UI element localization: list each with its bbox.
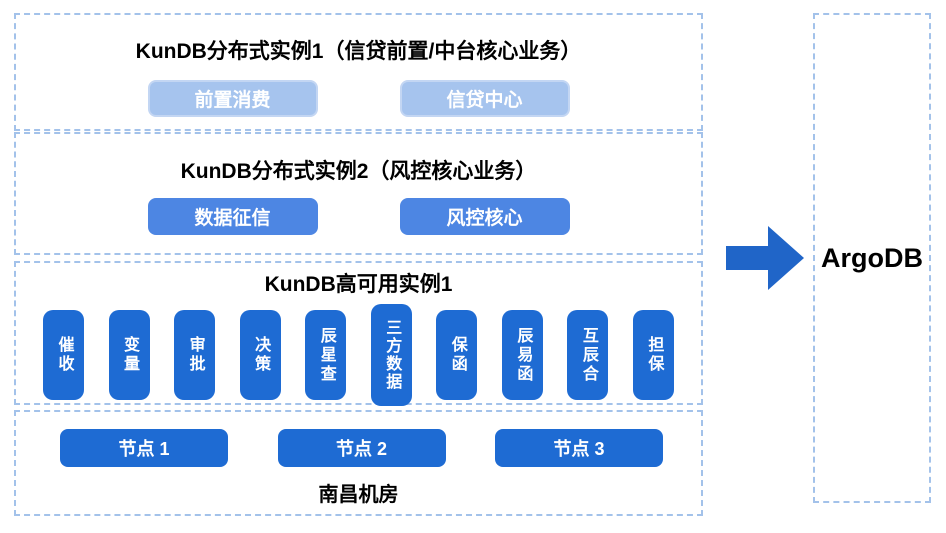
- node-block: 节点 3: [495, 429, 663, 467]
- app-pill: 担保: [632, 310, 674, 401]
- datacenter-title: 南昌机房: [318, 484, 399, 506]
- kundb-ha1-box: KunDB高可用实例1 催收 变量 审批 决策 辰星查 三方数据 保函 辰易函 …: [14, 261, 703, 407]
- app-pill: 互辰合: [567, 310, 609, 401]
- service-block: 风控核心: [399, 198, 570, 236]
- app-pill: 变量: [108, 310, 150, 401]
- node-row: 节点 1 节点 2 节点 3: [16, 429, 701, 467]
- right-arrow-icon: [726, 226, 804, 290]
- node-block: 节点 2: [277, 429, 446, 467]
- app-pill: 催收: [43, 310, 84, 401]
- argodb-box: ArgoDB: [813, 13, 931, 503]
- kundb-instance2-box: KunDB分布式实例2（风控核心业务） 数据征信 风控核心: [14, 132, 703, 255]
- app-pill: 三方数据: [370, 304, 412, 407]
- app-pill: 保函: [436, 310, 478, 401]
- service-block: 数据征信: [147, 198, 318, 236]
- datacenter-box: 节点 1 节点 2 节点 3 南昌机房: [14, 410, 703, 516]
- service-block: 前置消费: [147, 80, 318, 118]
- node-block: 节点 1: [60, 429, 228, 467]
- app-pill: 决策: [239, 310, 281, 401]
- kundb-ha1-title: KunDB高可用实例1: [264, 273, 453, 296]
- argodb-label: ArgoDB: [821, 242, 923, 273]
- instance2-service-row: 数据征信 风控核心: [16, 198, 701, 236]
- app-pill: 辰星查: [305, 310, 347, 401]
- service-block: 信贷中心: [399, 80, 570, 118]
- app-pill: 辰易函: [501, 310, 543, 401]
- kundb-instance1-box: KunDB分布式实例1（信贷前置/中台核心业务） 前置消费 信贷中心: [14, 13, 703, 131]
- kundb-instance2-title: KunDB分布式实例2（风控核心业务）: [180, 160, 537, 183]
- kundb-instance1-title: KunDB分布式实例1（信贷前置/中台核心业务）: [135, 40, 582, 63]
- app-pill: 审批: [174, 310, 216, 401]
- ha1-app-row: 催收 变量 审批 决策 辰星查 三方数据 保函 辰易函 互辰合 担保: [16, 303, 701, 407]
- instance1-service-row: 前置消费 信贷中心: [16, 80, 701, 118]
